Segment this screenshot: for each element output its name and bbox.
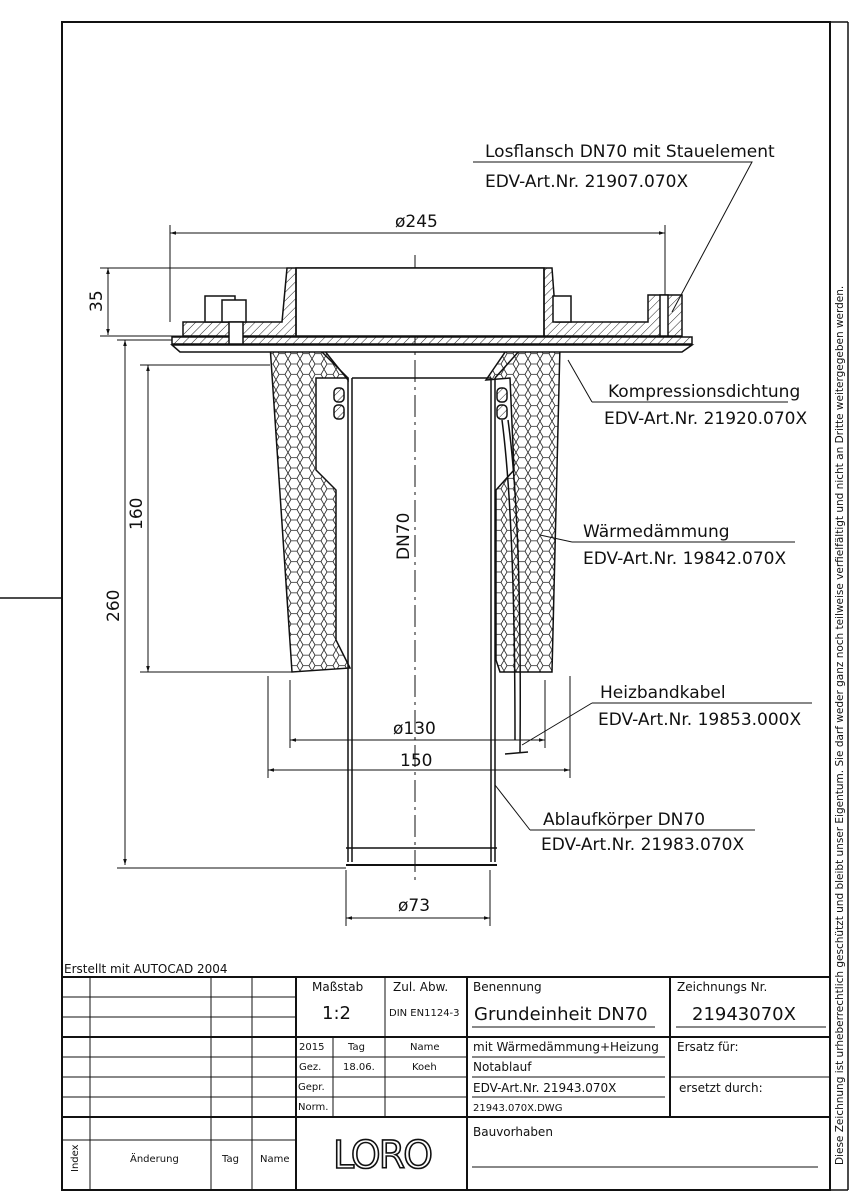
- svg-text:Kompressionsdichtung: Kompressionsdichtung: [608, 382, 800, 402]
- created-with: Erstellt mit AUTOCAD 2004: [64, 962, 228, 976]
- svg-text:Index: Index: [70, 1144, 81, 1172]
- dimensions: [100, 225, 666, 926]
- dim-d245: ø245: [395, 212, 438, 232]
- dim-dn: DN70: [394, 513, 414, 560]
- callout-drain-body: Ablaufkörper DN70 EDV-Art.Nr. 21983.070X: [541, 810, 744, 855]
- svg-text:Wärmedämmung: Wärmedämmung: [583, 522, 730, 542]
- svg-text:Koeh: Koeh: [412, 1062, 437, 1073]
- leader-lines: [473, 161, 812, 831]
- copyright-notice: Diese Zeichnung ist urheberrechtlich ges…: [834, 286, 846, 1165]
- scale-value: 1:2: [322, 1003, 351, 1024]
- svg-text:EDV-Art.Nr. 21920.070X: EDV-Art.Nr. 21920.070X: [604, 409, 807, 429]
- callout-flange: Losflansch DN70 mit Stauelement EDV-Art.…: [485, 142, 775, 192]
- svg-text:21943.070X.DWG: 21943.070X.DWG: [473, 1103, 562, 1114]
- dim-h260: 260: [104, 590, 124, 622]
- svg-text:Notablauf: Notablauf: [473, 1060, 532, 1074]
- dim-d130: ø130: [393, 719, 436, 739]
- svg-text:Losflansch DN70 mit Stauelemen: Losflansch DN70 mit Stauelement: [485, 142, 775, 162]
- heating-cable: [501, 419, 516, 741]
- svg-text:Norm.: Norm.: [298, 1102, 328, 1113]
- title-block: [61, 976, 831, 1191]
- callout-heating-cable: Heizbandkabel EDV-Art.Nr. 19853.000X: [598, 683, 801, 730]
- callout-insulation: Wärmedämmung EDV-Art.Nr. 19842.070X: [583, 522, 786, 569]
- dim-w150: 150: [400, 751, 432, 771]
- svg-text:mit Wärmedämmung+Heizung: mit Wärmedämmung+Heizung: [473, 1040, 659, 1054]
- svg-text:Name: Name: [260, 1154, 290, 1165]
- flange: [170, 267, 695, 353]
- svg-text:Maßstab: Maßstab: [312, 980, 363, 994]
- svg-text:Gepr.: Gepr.: [298, 1082, 325, 1093]
- insulation-body: [269, 344, 561, 673]
- drawing-number: 21943070X: [692, 1004, 796, 1025]
- svg-text:Änderung: Änderung: [130, 1152, 179, 1165]
- svg-text:2015: 2015: [299, 1042, 324, 1053]
- svg-text:Name: Name: [410, 1042, 440, 1053]
- svg-text:Bauvorhaben: Bauvorhaben: [473, 1125, 553, 1139]
- dim-h160: 160: [127, 498, 147, 530]
- svg-text:Ablaufkörper DN70: Ablaufkörper DN70: [543, 810, 705, 830]
- title-block-text: Maßstab 1:2 Zul. Abw. DIN EN1124-3 Benen…: [70, 980, 796, 1178]
- loro-logo: LORO: [333, 1133, 431, 1177]
- svg-text:Tag: Tag: [347, 1042, 365, 1053]
- dim-d73: ø73: [398, 896, 430, 916]
- dim-h35: 35: [87, 290, 107, 312]
- svg-text:EDV-Art.Nr. 19853.000X: EDV-Art.Nr. 19853.000X: [598, 710, 801, 730]
- callout-compression-seal: Kompressionsdichtung EDV-Art.Nr. 21920.0…: [604, 382, 807, 429]
- svg-text:EDV-Art.Nr. 21943.070X: EDV-Art.Nr. 21943.070X: [473, 1081, 616, 1095]
- svg-text:Heizbandkabel: Heizbandkabel: [600, 683, 726, 703]
- svg-text:EDV-Art.Nr. 21983.070X: EDV-Art.Nr. 21983.070X: [541, 835, 744, 855]
- svg-text:Benennung: Benennung: [473, 980, 542, 994]
- svg-text:EDV-Art.Nr. 21907.070X: EDV-Art.Nr. 21907.070X: [485, 172, 688, 192]
- designation-value: Grundeinheit DN70: [474, 1004, 648, 1025]
- svg-text:Zeichnungs Nr.: Zeichnungs Nr.: [677, 980, 767, 994]
- svg-text:DIN EN1124-3: DIN EN1124-3: [389, 1008, 460, 1019]
- svg-text:Ersatz für:: Ersatz für:: [677, 1040, 739, 1054]
- svg-text:Zul. Abw.: Zul. Abw.: [393, 980, 448, 994]
- svg-text:EDV-Art.Nr. 19842.070X: EDV-Art.Nr. 19842.070X: [583, 549, 786, 569]
- svg-text:Gez.: Gez.: [299, 1062, 321, 1073]
- svg-text:ersetzt durch:: ersetzt durch:: [679, 1081, 763, 1095]
- svg-text:18.06.: 18.06.: [343, 1062, 375, 1073]
- svg-text:Tag: Tag: [221, 1154, 239, 1165]
